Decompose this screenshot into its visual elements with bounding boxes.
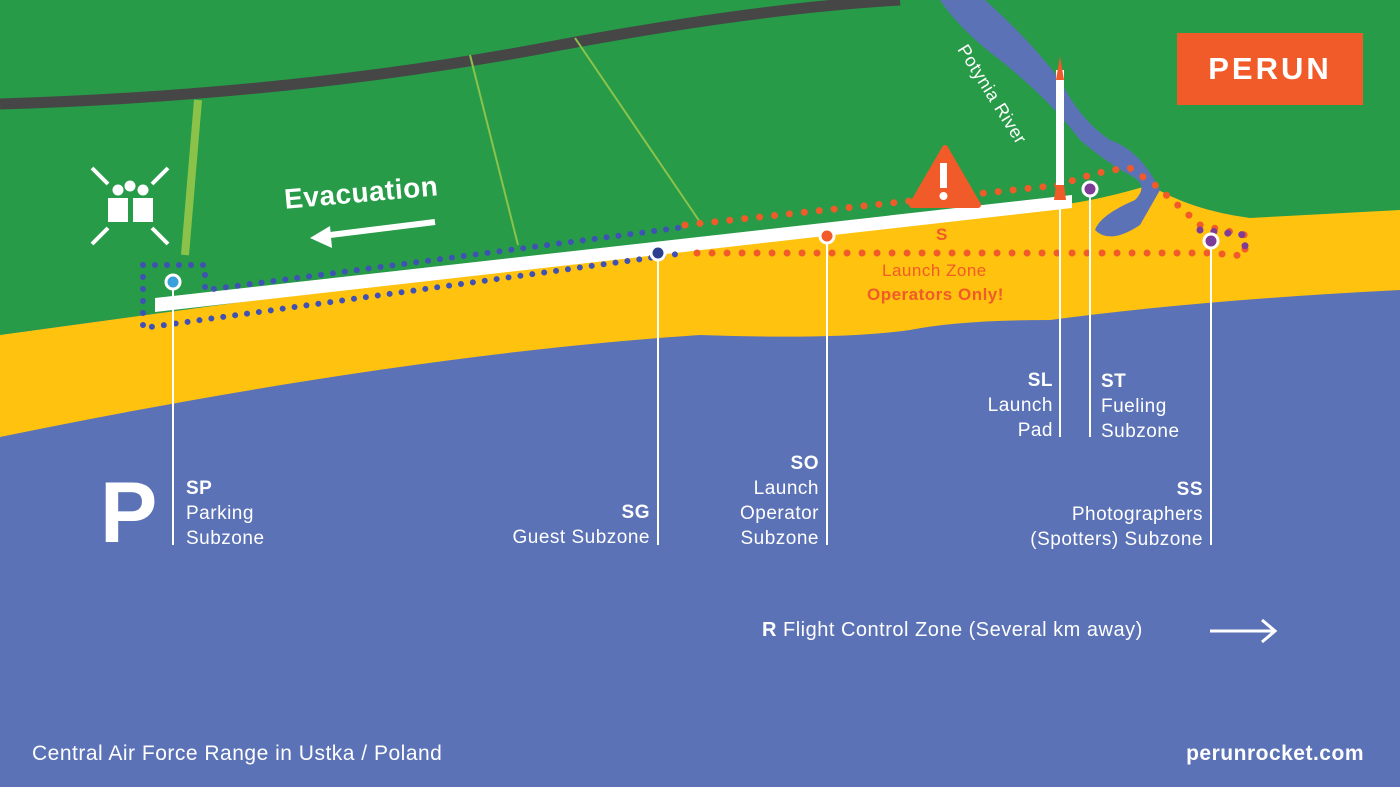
flight-control-label: R Flight Control Zone (Several km away) xyxy=(762,619,1143,641)
parking-icon: P xyxy=(100,465,158,561)
marker-so xyxy=(818,227,836,245)
beach-strip xyxy=(155,195,1072,312)
marker-st xyxy=(1081,180,1099,198)
marker-sg xyxy=(649,244,667,262)
beach-area xyxy=(0,185,1400,437)
right-arrow-icon xyxy=(1210,618,1278,644)
launch-zone-warning: Operators Only! xyxy=(867,285,1004,304)
marker-ss xyxy=(1202,232,1220,250)
assembly-point-icon xyxy=(90,166,170,246)
website-link[interactable]: perunrocket.com xyxy=(1186,742,1364,765)
guest-zone-border xyxy=(140,224,688,332)
launch-zone-title: Launch Zone xyxy=(882,261,987,280)
warning-icon xyxy=(909,145,981,208)
perun-logo[interactable]: PERUN xyxy=(1177,33,1363,105)
evacuation-arrow-icon xyxy=(321,219,436,239)
marker-sp xyxy=(164,273,182,291)
location-caption: Central Air Force Range in Ustka / Polan… xyxy=(32,742,443,765)
launch-zone-code: S xyxy=(936,225,948,244)
road xyxy=(0,0,901,110)
rocket-icon xyxy=(1054,56,1066,200)
river xyxy=(940,0,1160,237)
